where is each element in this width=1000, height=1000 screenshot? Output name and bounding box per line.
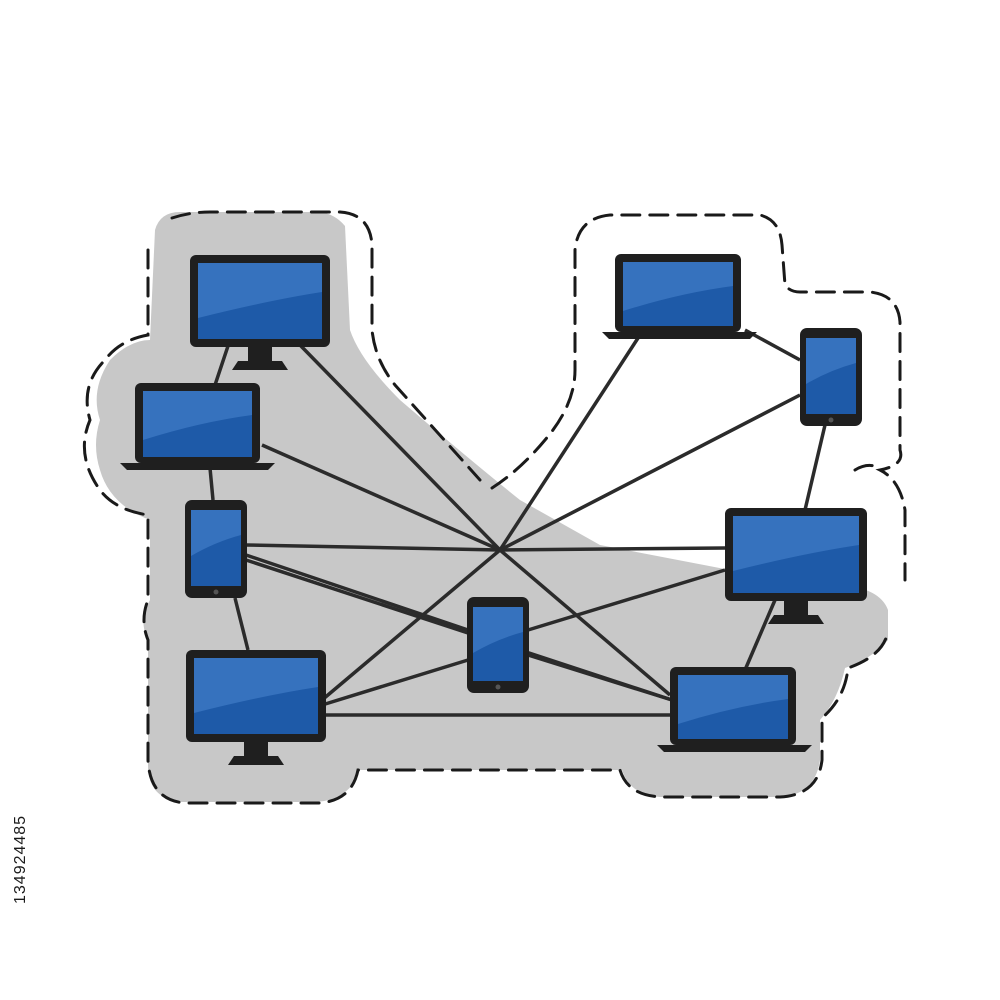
dashed-cut-outline (82, 210, 907, 805)
tablet-icon (467, 597, 529, 693)
monitor-icon (725, 508, 867, 624)
network-connections (208, 328, 827, 717)
tablet-icon (800, 328, 862, 426)
monitor-icon (190, 255, 330, 370)
laptop-icon (120, 383, 275, 470)
tablet-icon (185, 500, 247, 598)
laptop-icon (657, 667, 812, 752)
laptop-icon (602, 254, 757, 339)
stock-id-label: 134924485 (12, 814, 29, 904)
monitor-icon (186, 650, 326, 765)
